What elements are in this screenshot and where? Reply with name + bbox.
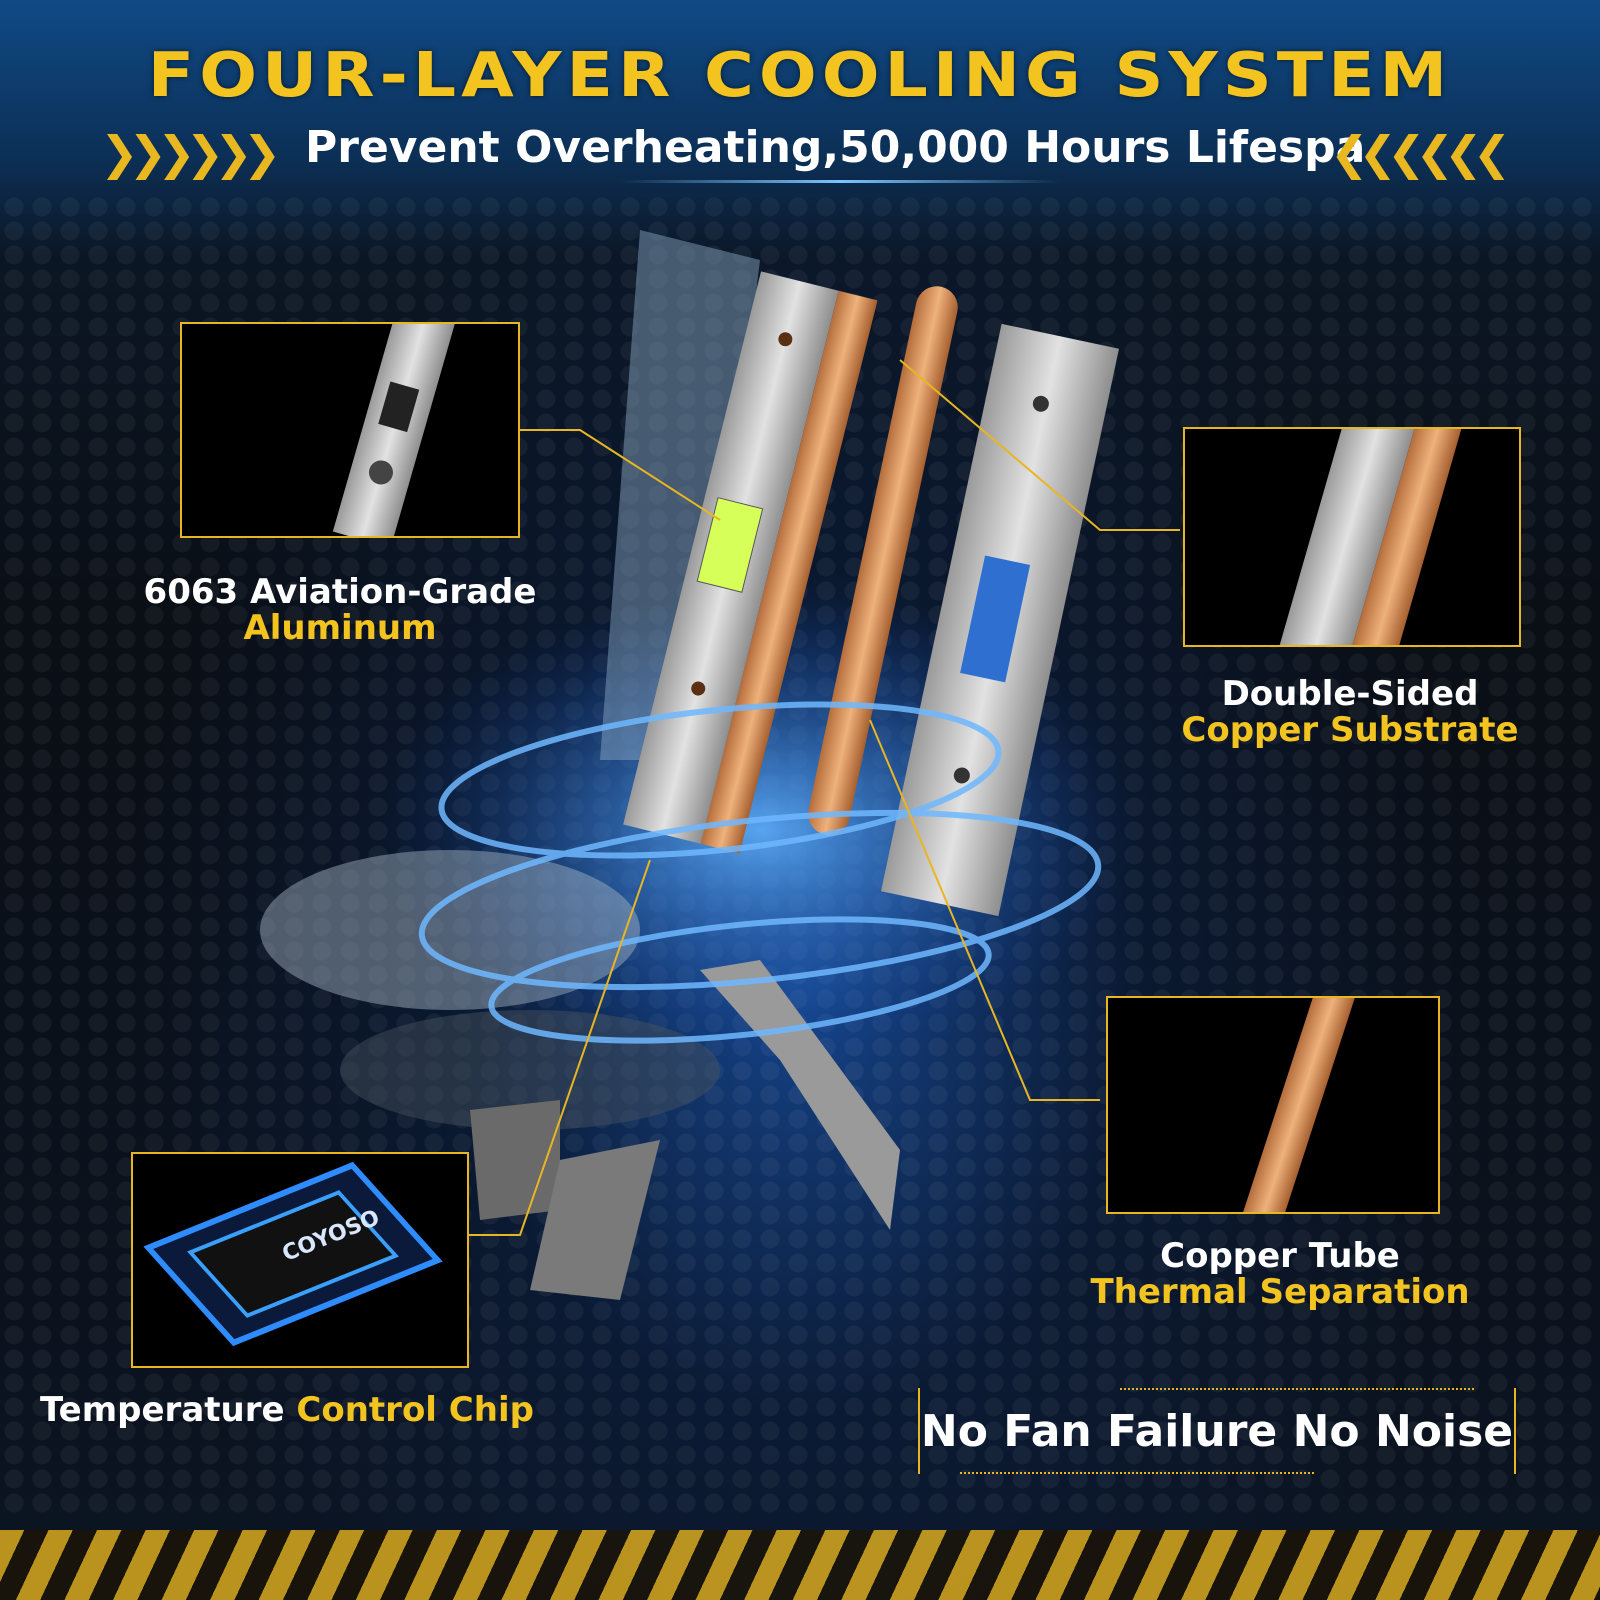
chip-label-line2: Control Chip [296,1390,534,1430]
copper-tube-label-line2: Thermal Separation [1090,1272,1470,1312]
glow-underline [620,180,1060,183]
aluminum-part-image [332,324,463,536]
callout-lines [466,359,1180,1236]
aluminum-label-line1: 6063 Aviation-Grade [143,572,537,612]
aluminum-board [623,271,878,854]
copper-tube-image [1237,998,1359,1212]
subtitle-row: ❯❯❯❯❯❯ Prevent Overheating,50,000 Hours … [0,120,1600,180]
no-fan-badge: No Fan Failure No Noise [918,1388,1516,1474]
bulb-base [700,960,900,1230]
copper-tube [808,286,958,835]
subtitle: Prevent Overheating,50,000 Hours Lifespa [305,122,1366,173]
aluminum-detail-box [180,322,520,538]
copper-tube-label-line1: Copper Tube [1160,1236,1400,1276]
no-fan-badge-text: No Fan Failure No Noise [920,1406,1514,1457]
page-title: FOUR-LAYER COOLING SYSTEM [147,39,1453,112]
connector-pin [530,1140,660,1300]
aluminum-label: 6063 Aviation-Grade Aluminum [130,574,550,646]
copper-tube-label: Copper Tube Thermal Separation [1080,1238,1480,1310]
connector-pin [470,1100,560,1220]
copper-tube-detail-box [1106,996,1440,1214]
cooling-swirls [418,701,1102,1044]
chip-label-line1: Temperature [40,1390,285,1430]
chip-label: Temperature Control Chip [40,1392,580,1428]
copper-substrate-image [1278,429,1478,645]
copper-substrate-label: Double-Sided Copper Substrate [1150,676,1550,748]
copper-substrate-detail-box [1183,427,1521,647]
chip-detail-box: COYOSO [131,1152,469,1368]
chevrons-left-icon: ❮❮❮❮❮❮ [1330,126,1511,180]
hazard-stripe [0,1530,1600,1600]
chevrons-right-icon: ❯❯❯❯❯❯ [100,126,281,180]
copper-substrate-label-line2: Copper Substrate [1181,710,1519,750]
aluminum-frame [881,323,1119,917]
aluminum-label-line2: Aluminum [243,608,437,648]
led-chip [696,497,764,593]
chip-image: COYOSO [143,1161,443,1347]
copper-substrate-label-line1: Double-Sided [1221,674,1479,714]
